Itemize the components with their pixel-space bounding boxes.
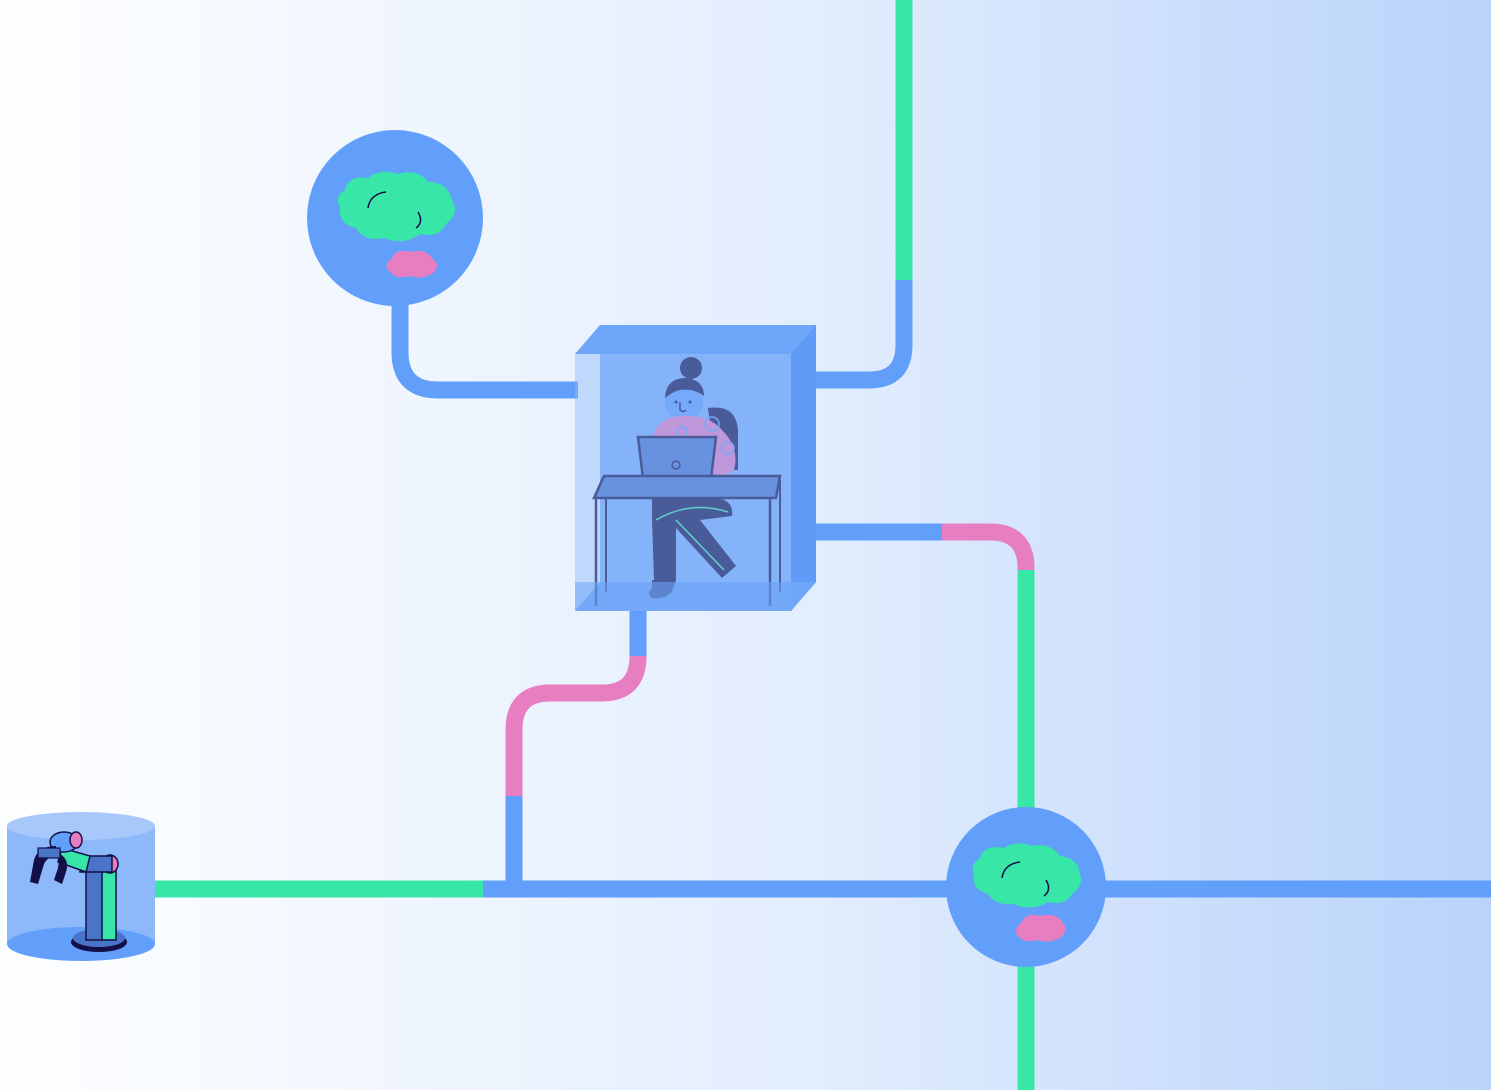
cube-side (791, 325, 816, 611)
cube-top (575, 325, 816, 354)
cloud-node-bottom (946, 807, 1106, 967)
robot-cylinder (7, 812, 155, 961)
cube-front (575, 354, 791, 611)
workstation-cube (575, 325, 816, 611)
cloud-node-top (307, 130, 483, 306)
